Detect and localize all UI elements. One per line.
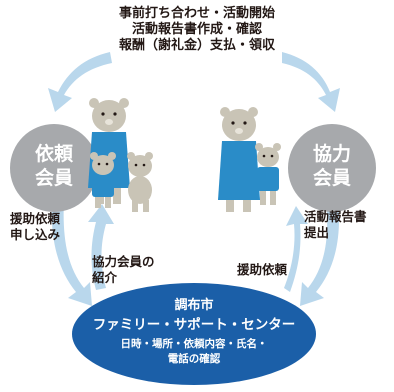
helper-member-label: 協力 会員 — [312, 143, 351, 189]
bear-family-illustration — [88, 98, 153, 212]
client-member-label: 依頼 会員 — [34, 143, 73, 189]
label-report: 活動報告書 提出 — [304, 209, 367, 240]
arrow-top-right — [282, 52, 340, 112]
arrow-intro-up — [88, 204, 114, 290]
center-ellipse — [72, 283, 316, 385]
step-report: 活動報告書作成・確認 — [131, 22, 262, 37]
flow-arrows — [48, 52, 340, 306]
arrow-request-up — [284, 206, 308, 292]
center-detail-2: 電話の確認 — [167, 353, 221, 365]
center-detail-1: 日時・場所・依頼内容・氏名・ — [120, 338, 268, 350]
label-intro: 協力会員の 紹介 — [92, 254, 155, 285]
label-support-request: 援助依頼 — [237, 262, 288, 277]
arrow-left-down — [51, 200, 92, 306]
client-circle — [10, 124, 98, 212]
center-name: ファミリー・サポート・センター — [92, 317, 296, 333]
step-payment: 報酬（謝礼金）支払・領収 — [118, 38, 275, 53]
arrow-right-down — [300, 200, 340, 306]
label-request: 援助依頼 申し込み — [10, 211, 61, 242]
arrow-top-left — [48, 52, 112, 112]
helper-circle — [288, 124, 376, 212]
top-steps: 事前打ち合わせ・活動開始 活動報告書作成・確認 報酬（謝礼金）支払・領収 — [0, 6, 394, 54]
helper-bears-illustration — [218, 107, 281, 212]
center-org: 調布市 — [174, 298, 214, 313]
step-meeting: 事前打ち合わせ・活動開始 — [118, 6, 275, 21]
